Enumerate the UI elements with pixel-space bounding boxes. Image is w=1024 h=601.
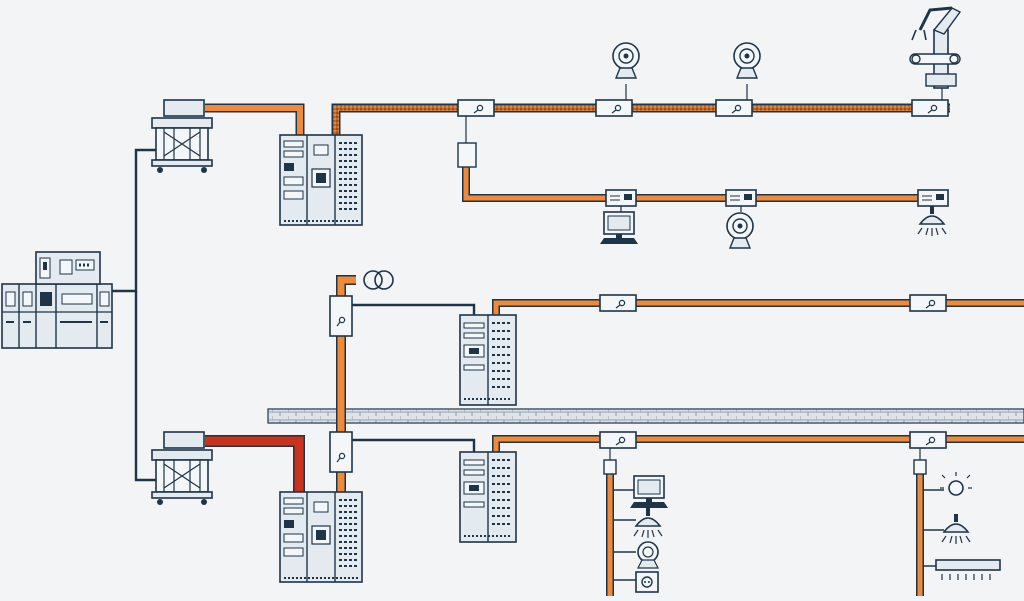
lower-left-drop: [603, 448, 636, 581]
lv-switchboard-2: [279, 491, 363, 583]
busbar-lower-floor: [492, 435, 1024, 452]
socket-outlet-icon: [635, 571, 659, 593]
ceiling-lamp-icon: [917, 205, 947, 237]
computer-icon: [599, 211, 639, 245]
tap-off-box: [909, 431, 947, 449]
lv-switchboard-1: [279, 134, 363, 226]
motor-icon: [612, 42, 640, 79]
ceiling-lamp-icon: [941, 513, 971, 545]
busbar-riser: [336, 275, 356, 492]
branch-connector: [457, 116, 477, 168]
riser-tap-off-lower: [329, 431, 353, 473]
tap-off-box: [599, 294, 637, 312]
busbar-upper-branch: [462, 165, 944, 202]
transformer-2: [151, 431, 213, 506]
tap-off-box: [917, 189, 949, 207]
fluorescent-strip-light-icon: [935, 559, 1001, 580]
tap-off-box: [457, 99, 495, 117]
busbar-transformer-2: [205, 435, 305, 492]
busbar-transformer-1: [205, 103, 305, 135]
mv-switchgear: [1, 251, 113, 349]
sub-distribution-1: [459, 314, 517, 406]
transformer-1: [151, 99, 213, 174]
tap-off-box: [595, 99, 633, 117]
ceiling-lamp-icon: [633, 507, 663, 539]
riser-tap-off-upper: [329, 295, 353, 337]
computer-icon: [629, 475, 669, 509]
busbar-upper-main: [331, 103, 950, 135]
mv-cables: [112, 148, 162, 482]
tap-off-box: [725, 189, 757, 207]
tap-off-box: [909, 294, 947, 312]
industrial-robot-icon: [909, 6, 962, 100]
sub-distribution-2: [459, 451, 517, 543]
tap-off-box: [911, 99, 949, 117]
busbar-mid-floor: [492, 299, 1024, 315]
motor-icon: [726, 212, 754, 249]
tap-off-box: [715, 99, 753, 117]
transformer-symbol-icon: [363, 270, 394, 290]
light-bulb-icon: [940, 472, 972, 496]
motor-icon: [733, 42, 761, 79]
tap-off-box: [605, 189, 637, 207]
fire-wall: [267, 408, 1024, 424]
tap-off-box: [599, 431, 637, 449]
sub-feed-cables: [350, 303, 476, 452]
motor-icon: [637, 541, 659, 569]
